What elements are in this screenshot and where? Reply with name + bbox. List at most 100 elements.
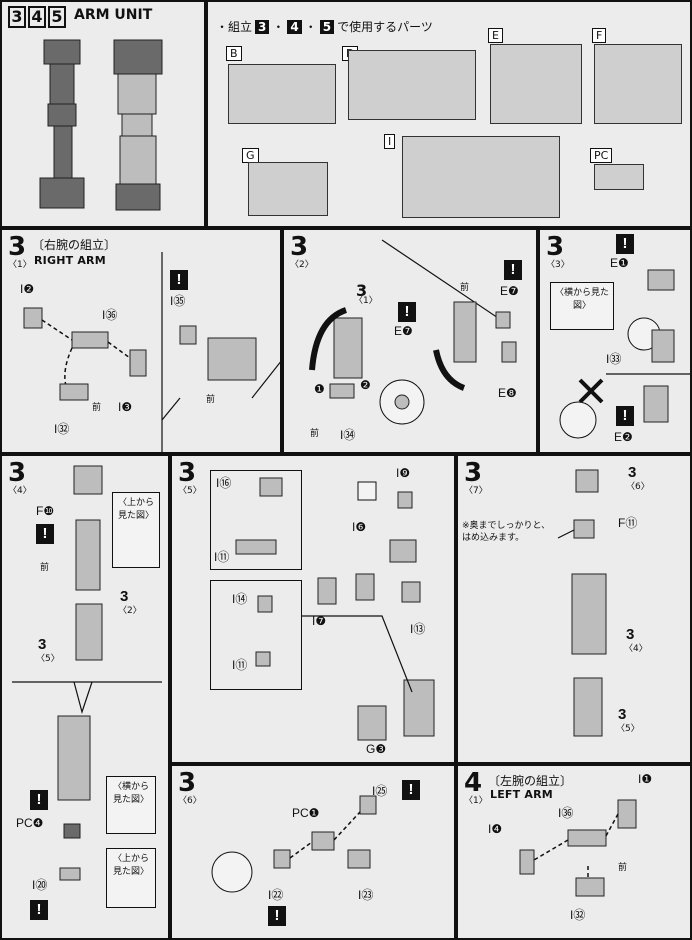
step-ref: 5 <box>319 19 335 34</box>
part-label: I⑪ <box>214 550 230 564</box>
order-marker: ❶ <box>314 382 325 396</box>
part-label: F⑪ <box>618 516 638 530</box>
step-jp-title: 〔右腕の組立〕 <box>32 238 117 252</box>
step-sub: 〈1〉 <box>8 260 32 270</box>
warning-icon: ! <box>170 270 188 290</box>
part-label: PC❹ <box>16 816 44 830</box>
step-3-7-panel: 3 〈7〉 ※奥までしっかりと、はめ込みます。 3 〈6〉 F⑪ 3 〈4〉 3… <box>456 454 692 764</box>
step-3-5-diagram <box>235 477 435 741</box>
step-3-6-panel: 3 〈6〉 PC❶ I㉕ ! I㉒ ! I㉓ <box>170 764 456 940</box>
runner-d <box>348 50 476 120</box>
front-label: 前 <box>618 862 628 872</box>
front-label: 前 <box>206 394 216 404</box>
side-view-callout: 〈横から見た図〉 <box>550 282 614 330</box>
step-ref: 3 <box>255 19 270 34</box>
step-number: 3 <box>8 458 27 488</box>
part-label: E❷ <box>614 430 633 444</box>
top-view-callout: 〈上から見た図〉 <box>112 492 160 568</box>
runner-label-pc: PC <box>590 148 613 163</box>
step-badge: 3 <box>8 6 26 28</box>
warning-icon: ! <box>398 302 416 322</box>
step-3-5-panel: 3 〈5〉 I⑯ I⑪ I⑭ I⑪ I❾ I❻ I❼ I⑬ G❸ <box>170 454 456 764</box>
runner-label-g: G <box>242 148 259 163</box>
part-label: G❸ <box>366 742 387 756</box>
part-label: I❼ <box>312 614 327 628</box>
step-ref: 4 <box>287 19 302 34</box>
step-number: 3 <box>546 232 565 262</box>
part-label: E❼ <box>394 324 413 338</box>
part-label: I⑬ <box>410 622 426 636</box>
assembly-note: ※奥までしっかりと、はめ込みます。 <box>462 521 551 543</box>
runner-pc <box>594 164 644 190</box>
runner-f <box>594 44 682 124</box>
warning-icon: ! <box>30 900 48 920</box>
runner-label-i: I <box>384 134 396 149</box>
part-label: I㉕ <box>372 784 388 798</box>
warning-icon: ! <box>616 234 634 254</box>
step-number: 3 <box>8 232 27 262</box>
order-marker: ❷ <box>360 378 371 392</box>
part-label: I⑳ <box>32 878 48 892</box>
step-3-2-panel: 3 〈2〉 3 〈1〉 ❶ ❷ I㉞ 前 ! E❼ ! E❼ E❽ 前 <box>282 228 538 454</box>
warning-icon: ! <box>616 406 634 426</box>
step-badge: 5 <box>48 6 66 28</box>
warning-icon: ! <box>36 524 54 544</box>
step-3-1-panel: 3 〈1〉 〔右腕の組立〕 RIGHT ARM I❷ I㊱ I❸ I㉜ ! I㉟… <box>0 228 282 454</box>
step-3-4-diagram <box>12 465 162 881</box>
top-view-callout: 〈上から見た図〉 <box>106 848 156 908</box>
part-label: I⑭ <box>232 592 248 606</box>
step-number: 3 <box>178 458 197 488</box>
warning-icon: ! <box>402 780 420 800</box>
part-label: I❾ <box>396 466 411 480</box>
detail-callout <box>210 470 302 570</box>
step-sub: 〈4〉 <box>8 486 32 496</box>
runner-i <box>402 136 560 218</box>
part-label: I㉜ <box>54 422 70 436</box>
step-ref-sub: 〈5〉 <box>36 654 60 664</box>
front-label: 前 <box>310 428 320 438</box>
step-title: LEFT ARM <box>490 788 553 801</box>
step-number: 3 <box>178 768 197 798</box>
step-number: 3 <box>464 458 483 488</box>
step-ref: 3 <box>356 281 368 300</box>
part-label: E❶ <box>610 256 629 270</box>
part-label: I⑪ <box>232 658 248 672</box>
step-badges: 3 4 5 <box>8 6 66 28</box>
step-3-1-diagram <box>23 252 280 452</box>
step-sub: 〈5〉 <box>178 486 202 496</box>
part-label: I❶ <box>638 772 653 786</box>
step-3-3-diagram <box>559 269 690 439</box>
step-sub: 〈3〉 <box>546 260 570 270</box>
step-4-1-diagram <box>519 799 637 897</box>
front-label: 前 <box>40 562 50 572</box>
part-label: E❽ <box>498 386 517 400</box>
part-label: I㉓ <box>358 888 374 902</box>
part-label: I⑯ <box>216 476 232 490</box>
side-view-callout: 〈横から見た図〉 <box>106 776 156 834</box>
part-label: I❻ <box>352 520 367 534</box>
step-badge: 4 <box>28 6 46 28</box>
arm-unit-illustration <box>39 39 163 211</box>
step-ref-sub: 〈2〉 <box>118 606 142 616</box>
step-3-6-diagram <box>211 795 377 893</box>
step-4-1-panel: 4 〈1〉 〔左腕の組立〕 LEFT ARM I❶ I㊱ I❹ 前 I㉜ <box>456 764 692 940</box>
part-label: E❼ <box>500 284 519 298</box>
step-ref: 3 <box>38 636 47 653</box>
step-ref-sub: 〈5〉 <box>616 724 640 734</box>
part-label: PC❶ <box>292 806 320 820</box>
page-title: ARM UNIT <box>74 7 153 23</box>
runner-b <box>228 64 336 124</box>
warning-icon: ! <box>30 790 48 810</box>
step-3-2-diagram <box>309 239 517 425</box>
part-label: I㉜ <box>570 908 586 922</box>
step-ref: 3 <box>628 464 637 481</box>
front-label: 前 <box>92 402 102 412</box>
step-ref-sub: 〈6〉 <box>626 482 650 492</box>
part-label: I㊱ <box>102 308 118 322</box>
step-number: 4 <box>464 768 483 798</box>
parts-list-panel: ・組立 3 ・ 4 ・ 5 で使用するパーツ B D E F G I PC <box>206 0 692 228</box>
detail-callout <box>210 580 302 690</box>
step-sub: 〈2〉 <box>290 260 314 270</box>
step-3-7-diagram <box>557 469 607 737</box>
